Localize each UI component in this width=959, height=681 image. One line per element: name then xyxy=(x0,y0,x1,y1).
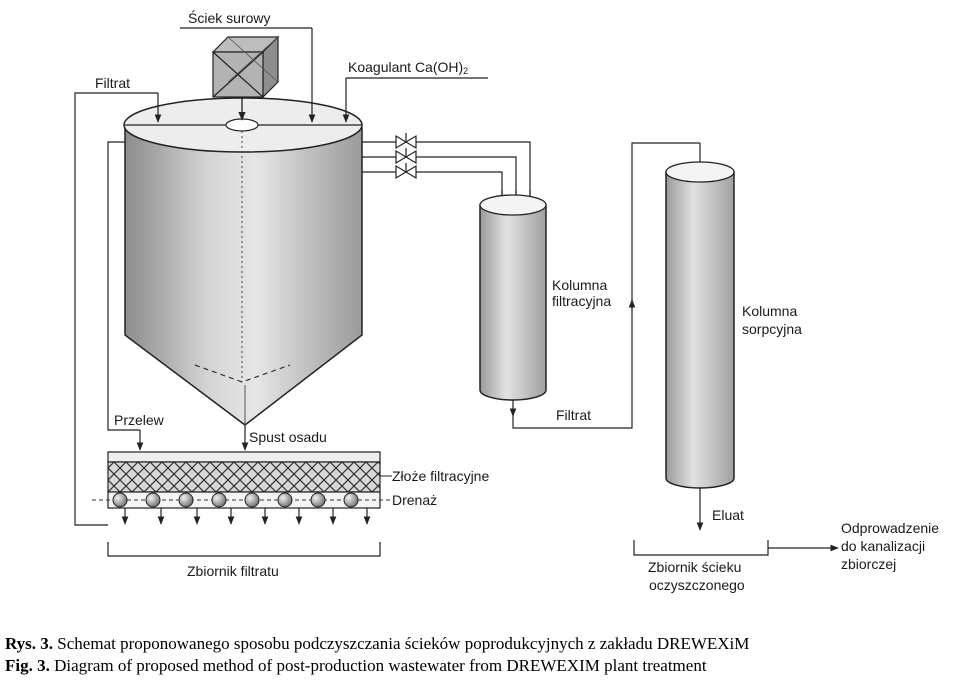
caption-polish-prefix: Rys. 3. xyxy=(5,634,54,653)
label-raw-wastewater: Ściek surowy xyxy=(188,9,270,26)
drainage-ball xyxy=(277,492,293,508)
valve-icons xyxy=(395,133,417,180)
clean-tank-bracket xyxy=(633,540,769,556)
overflow-line xyxy=(107,141,144,451)
caption-english: Fig. 3. Diagram of proposed method of po… xyxy=(5,656,707,676)
sorption-column xyxy=(665,161,735,489)
coagulant-line xyxy=(342,77,488,123)
label-filter-bed: Złoże filtracyjne xyxy=(392,468,489,484)
label-discharge-line2: do kanalizacji xyxy=(841,538,925,554)
drainage-ball xyxy=(244,492,260,508)
drainage-ball xyxy=(178,492,194,508)
label-sludge-drain: Spust osadu xyxy=(249,429,327,445)
label-discharge-line1: Odprowadzenie xyxy=(841,520,939,536)
filtrate-tank-bracket xyxy=(107,542,381,557)
drainage-ball xyxy=(310,492,326,508)
filtration-column xyxy=(479,194,547,401)
drainage-ball xyxy=(211,492,227,508)
drainage-ball xyxy=(145,492,161,508)
label-coagulant: Koagulant Ca(OH)2 xyxy=(348,59,468,76)
tank-inlet-opening xyxy=(225,118,259,132)
label-filter-column-line2: filtracyjna xyxy=(552,293,611,309)
label-drainage: Drenaż xyxy=(392,492,437,508)
filtrate-return-line xyxy=(74,92,162,526)
drainage-ball xyxy=(112,492,128,508)
label-filtrate-tank: Zbiornik filtratu xyxy=(187,563,279,579)
label-sorption-column-line2: sorpcyjna xyxy=(742,321,802,337)
caption-english-prefix: Fig. 3. xyxy=(5,656,50,675)
label-filtrate-mid: Filtrat xyxy=(556,407,591,423)
caption-english-text: Diagram of proposed method of post-produ… xyxy=(49,656,707,675)
label-overflow: Przelew xyxy=(114,412,165,428)
label-filtrate-top: Filtrat xyxy=(95,75,130,91)
label-clean-tank-line1: Zbiornik ścieku xyxy=(648,559,741,575)
label-eluate: Eluat xyxy=(712,507,744,523)
filter-bed xyxy=(92,451,392,509)
caption-polish: Rys. 3. Schemat proponowanego sposobu po… xyxy=(5,634,749,654)
label-filter-column-line1: Kolumna xyxy=(552,277,607,293)
valve-pipes xyxy=(362,141,531,203)
label-discharge-line3: zbiorczej xyxy=(841,556,896,572)
caption-polish-text: Schemat proponowanego sposobu podczyszcz… xyxy=(53,634,750,653)
mixer-box xyxy=(211,35,280,121)
label-sorption-column-line1: Kolumna xyxy=(742,303,797,319)
drainage-ball xyxy=(343,492,359,508)
settling-tank xyxy=(123,97,363,426)
drain-arrows xyxy=(121,508,371,525)
label-clean-tank-line2: oczyszczonego xyxy=(649,577,745,593)
raw-wastewater-line xyxy=(180,27,316,123)
